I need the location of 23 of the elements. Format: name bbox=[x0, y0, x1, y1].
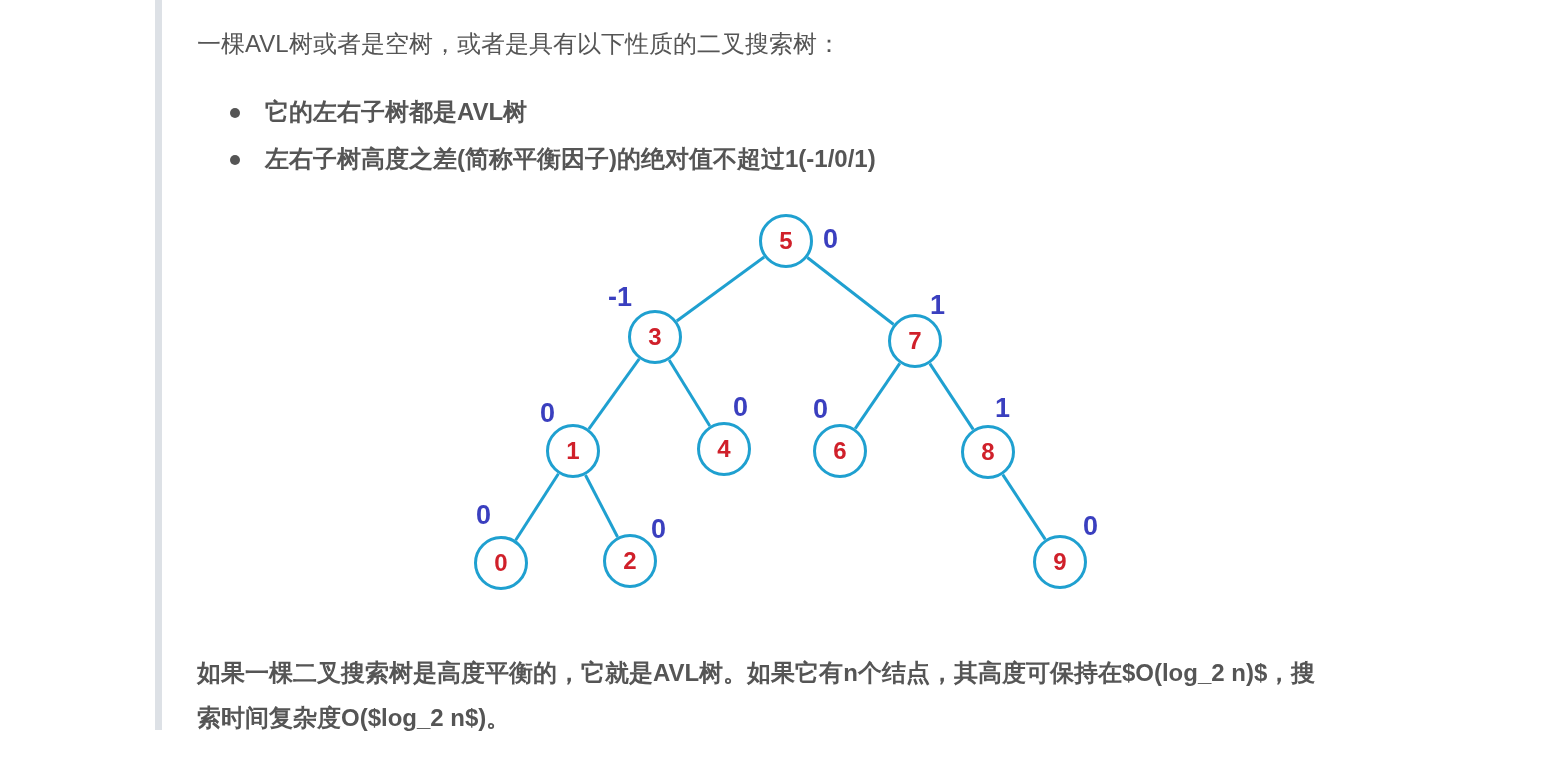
tree-edge bbox=[587, 358, 641, 430]
bullet-text: 左右子树高度之差(简称平衡因子)的绝对值不超过1(-1/0/1) bbox=[265, 144, 876, 174]
balance-factor: 1 bbox=[995, 393, 1011, 424]
tree-edge bbox=[928, 362, 975, 431]
tree-edge bbox=[667, 359, 712, 427]
balance-factor: 0 bbox=[651, 514, 667, 545]
balance-factor: 0 bbox=[813, 394, 829, 425]
tree-edge bbox=[853, 362, 902, 430]
bullet-text: 它的左右子树都是AVL树 bbox=[265, 97, 528, 127]
balance-factor: 0 bbox=[476, 500, 492, 531]
paragraph-text: 如果一棵二叉搜索树是高度平衡的，它就是AVL树。如果它有n个结点，其高度可保持在$O(log_2 n)$，搜索时间复杂度O($log_2 n$)。 bbox=[197, 658, 1317, 733]
balance-factor: 0 bbox=[1083, 511, 1099, 542]
tree-edge bbox=[675, 255, 766, 323]
intro-text: 一棵AVL树或者是空树，或者是具有以下性质的二叉搜索树： bbox=[197, 29, 841, 59]
tree-edge bbox=[1001, 473, 1047, 541]
balance-factor: 0 bbox=[540, 398, 556, 429]
balance-factor: 0 bbox=[823, 224, 839, 255]
tree-edge bbox=[514, 472, 560, 542]
tree-edge bbox=[584, 474, 619, 538]
balance-factor: -1 bbox=[608, 282, 632, 313]
tree-edge bbox=[806, 256, 895, 326]
balance-factor: 1 bbox=[930, 290, 946, 321]
balance-factor: 0 bbox=[733, 392, 749, 423]
